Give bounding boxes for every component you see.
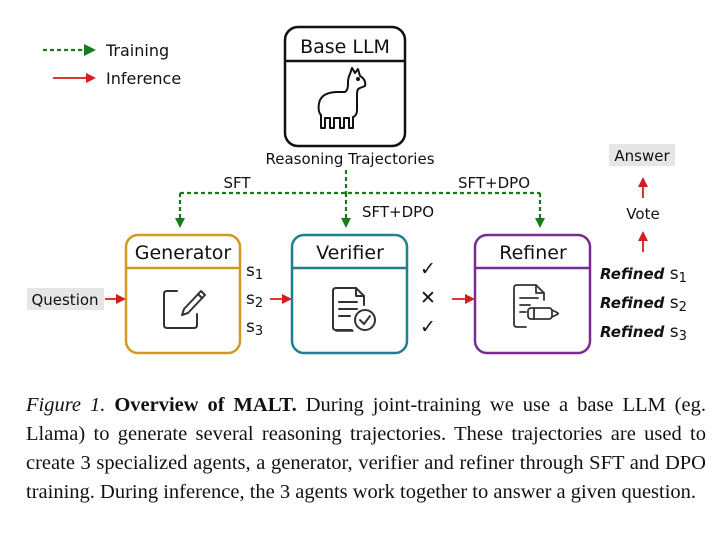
reasoning-trajectories-label: Reasoning Trajectories xyxy=(265,150,434,168)
refined-solutions: Refined s1 Refined s2 Refined s3 xyxy=(600,264,687,344)
verifier-title: Verifier xyxy=(316,242,384,264)
verdicts: ✓ ✕ ✓ xyxy=(420,258,436,338)
refiner-box: Refiner xyxy=(473,233,592,355)
refiner-title: Refiner xyxy=(499,242,567,264)
legend: Training Inference xyxy=(43,41,181,88)
sft-label: SFT xyxy=(223,174,251,192)
cross-mark-2: ✕ xyxy=(420,287,436,309)
caption-text: During joint-training we use a base LLM … xyxy=(26,394,706,503)
llama-icon xyxy=(317,67,367,129)
answer-label: Answer xyxy=(614,147,670,165)
question-label: Question xyxy=(31,291,98,309)
verifier-box: Verifier xyxy=(290,233,409,355)
document-pen-icon xyxy=(513,284,559,328)
generator-title: Generator xyxy=(135,242,232,264)
vote-label: Vote xyxy=(626,205,659,223)
question-label-bg xyxy=(27,288,104,310)
document-check-icon xyxy=(332,287,376,332)
base-llm-title: Base LLM xyxy=(300,36,390,58)
generator-box: Generator xyxy=(124,233,242,355)
inference-legend-label: Inference xyxy=(106,69,181,88)
malt-diagram: Training Inference Base LLM Reasoning Tr… xyxy=(27,25,687,355)
refined-solution-1: Refined s1 xyxy=(600,264,687,286)
solution-2: s2 xyxy=(246,289,263,311)
caption-figure-number: Figure 1. xyxy=(26,394,106,416)
base-llm-box: Base LLM Reasoning Trajectories xyxy=(265,25,435,168)
training-legend-arrowhead xyxy=(84,44,96,56)
training-legend-label: Training xyxy=(105,41,169,60)
check-mark-1: ✓ xyxy=(420,258,436,280)
caption-title: Overview of MALT. xyxy=(114,394,297,416)
solution-1: s1 xyxy=(246,261,263,283)
refined-solution-3: Refined s3 xyxy=(600,322,687,344)
solution-3: s3 xyxy=(246,317,263,339)
refined-solution-2: Refined s2 xyxy=(600,293,687,315)
sft-dpo-verifier-label: SFT+DPO xyxy=(362,203,434,221)
answer-label-bg xyxy=(609,144,675,166)
training-arrows xyxy=(175,170,545,228)
sft-dpo-refiner-label: SFT+DPO xyxy=(458,174,530,192)
figure-caption: Figure 1. Overview of MALT. During joint… xyxy=(26,391,706,507)
check-mark-3: ✓ xyxy=(420,316,436,338)
generator-solutions: s1 s2 s3 xyxy=(246,261,263,339)
edit-document-icon xyxy=(163,290,206,329)
